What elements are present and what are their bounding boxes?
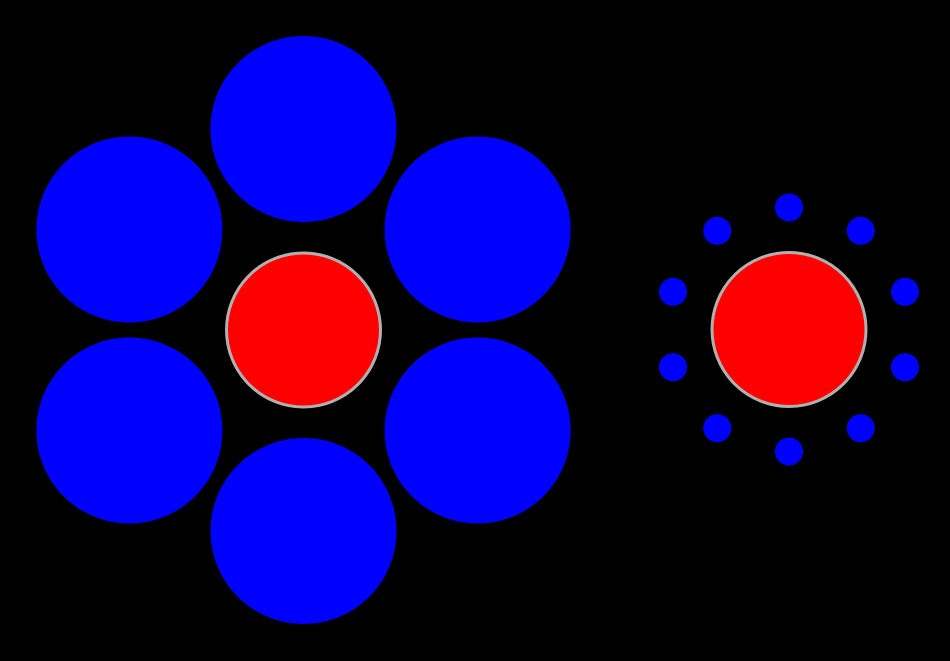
right-small-surround-group: [659, 193, 919, 466]
left-large-surround-group: [36, 36, 571, 624]
surround-circle: [703, 216, 732, 245]
surround-circle: [210, 36, 397, 222]
surround-circle: [703, 414, 732, 443]
surround-circle: [384, 337, 571, 524]
surround-circle: [891, 277, 919, 306]
surround-circle: [36, 136, 223, 323]
surround-circle: [659, 353, 687, 382]
surround-circle: [384, 136, 571, 323]
target-circle: [225, 251, 382, 409]
surround-circle: [775, 437, 803, 466]
surround-circle: [891, 353, 919, 382]
target-circle: [710, 251, 868, 408]
surround-circle: [210, 438, 397, 624]
surround-circle: [659, 277, 687, 306]
surround-circle: [36, 337, 223, 524]
surround-circle: [846, 216, 875, 245]
surround-circle: [775, 193, 803, 222]
surround-circle: [846, 414, 875, 443]
